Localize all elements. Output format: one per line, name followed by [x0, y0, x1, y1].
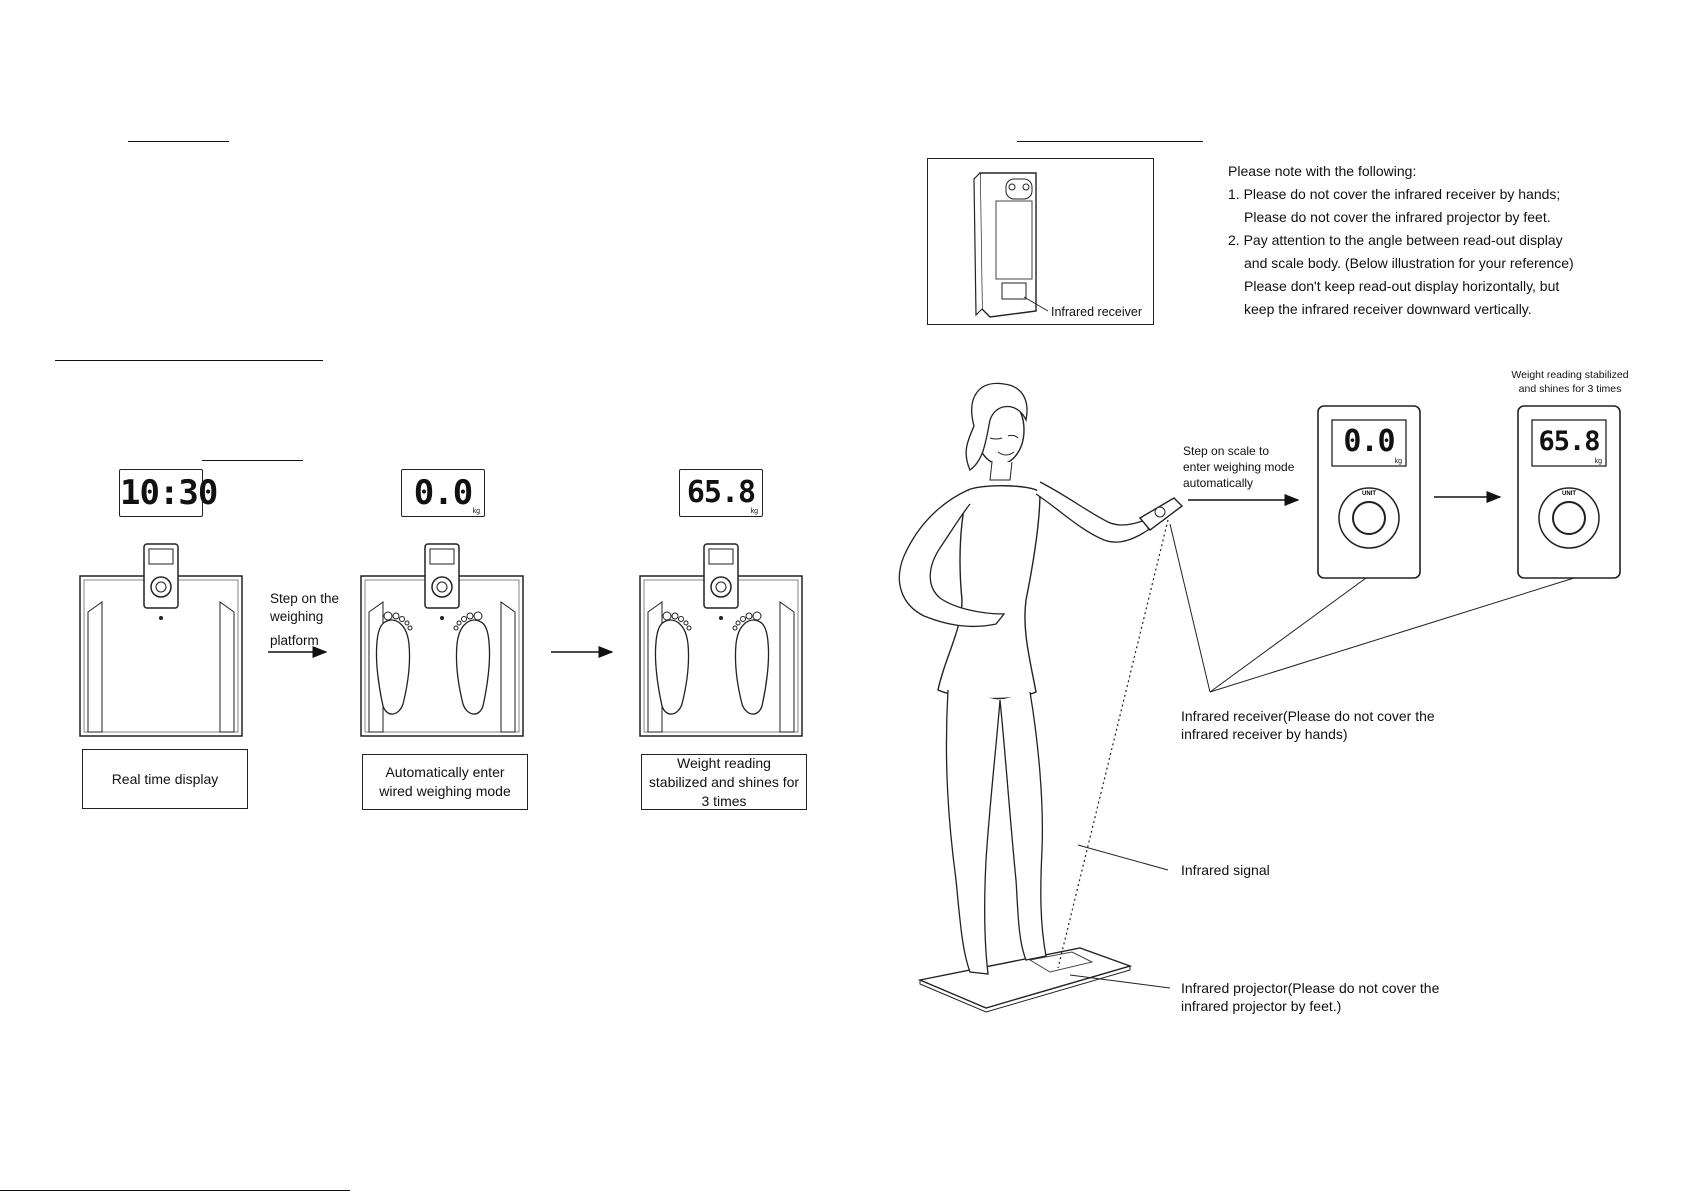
step-label-line-3: platform [270, 633, 319, 648]
caption-stabilized: Weight reading stabilized and shines for… [641, 754, 807, 810]
caption-wired-mode-text: Automatically enter wired weighing mode [379, 764, 511, 799]
step-scale-line-1: Step on scale to [1183, 444, 1270, 458]
receiver-callout-label: Infrared receiver [1051, 305, 1143, 319]
notes-block: Please note with the following: 1. Pleas… [1228, 160, 1574, 321]
device-lcd-zero-unit: kg [1394, 458, 1402, 465]
lcd-real-time-value: 10:30 [120, 473, 218, 513]
device-zero-button-label: UNIT [1362, 491, 1376, 497]
heading-underline-1 [128, 141, 229, 142]
receiver-callout-text: Infrared receiver(Please do not cover th… [1181, 707, 1435, 743]
scale-real-time [79, 543, 243, 737]
note-line-4: 2. Pay attention to the angle between re… [1228, 232, 1563, 248]
note-line-5: and scale body. (Below illustration for … [1244, 255, 1574, 271]
caption-stabilized-text: Weight reading stabilized and shines for… [648, 754, 800, 809]
receiver-callout-line-1: Infrared receiver(Please do not cover th… [1181, 708, 1435, 724]
receiver-callout-line-2: infrared receiver by hands) [1181, 726, 1348, 742]
caption-real-time: Real time display [82, 749, 248, 809]
step-label-line-2: weighing [270, 609, 324, 624]
note-line-7: keep the infrared receiver downward vert… [1244, 301, 1532, 317]
step-on-platform-label: Step on the weighing platform [270, 590, 339, 650]
device-lcd-zero-value: 0.0 [1343, 424, 1395, 459]
device-stabilized-button-label: UNIT [1562, 491, 1576, 497]
note-line-3: Please do not cover the infrared project… [1244, 209, 1551, 225]
stabilized-small-label: Weight reading stabilized and shines for… [1500, 368, 1640, 396]
device-lcd-stabilized-unit: kg [1594, 458, 1602, 465]
step-on-scale-label: Step on scale to enter weighing mode aut… [1183, 443, 1294, 491]
note-line-6: Please don't keep read-out display horiz… [1244, 278, 1560, 294]
projector-callout-text: Infrared projector(Please do not cover t… [1181, 979, 1439, 1015]
caption-real-time-text: Real time display [111, 770, 219, 787]
device-lcd-zero: 0.0 kg [1332, 420, 1406, 466]
signal-callout-text: Infrared signal [1181, 862, 1270, 878]
lcd-zero: 0.0 kg [401, 469, 485, 517]
lcd-stabilized-value: 65.8 [686, 475, 756, 510]
stabilized-small-line-1: Weight reading stabilized [1511, 369, 1629, 381]
caption-wired-mode: Automatically enter wired weighing mode [362, 754, 528, 810]
note-line-2: 1. Please do not cover the infrared rece… [1228, 186, 1561, 202]
step-scale-line-3: automatically [1183, 476, 1254, 490]
lcd-stabilized-unit: kg [750, 508, 758, 515]
lcd-real-time: 10:30 [119, 469, 218, 517]
projector-callout-line-1: Infrared projector(Please do not cover t… [1181, 980, 1440, 996]
note-line-1: Please note with the following: [1228, 163, 1417, 179]
step-scale-line-2: enter weighing mode [1183, 460, 1295, 474]
heading-underline-4 [1017, 141, 1203, 142]
projector-callout-line-2: infrared projector by feet.) [1181, 998, 1342, 1014]
lcd-zero-unit: kg [472, 508, 480, 515]
display-back-drawing [973, 172, 1049, 318]
step-label-line-1: Step on the [270, 591, 340, 606]
scale-wired-mode [360, 543, 524, 737]
receiver-detail-box: Infrared receiver [927, 158, 1154, 325]
scale-stabilized [639, 543, 803, 737]
device-lcd-stabilized: 65.8 kg [1532, 420, 1606, 466]
heading-underline-2 [55, 360, 323, 361]
device-lcd-stabilized-value: 65.8 [1538, 426, 1600, 457]
stabilized-small-line-2: and shines for 3 times [1518, 383, 1622, 395]
heading-underline-3 [202, 460, 303, 461]
lcd-zero-value: 0.0 [413, 473, 473, 513]
lcd-stabilized: 65.8 kg [679, 469, 763, 517]
